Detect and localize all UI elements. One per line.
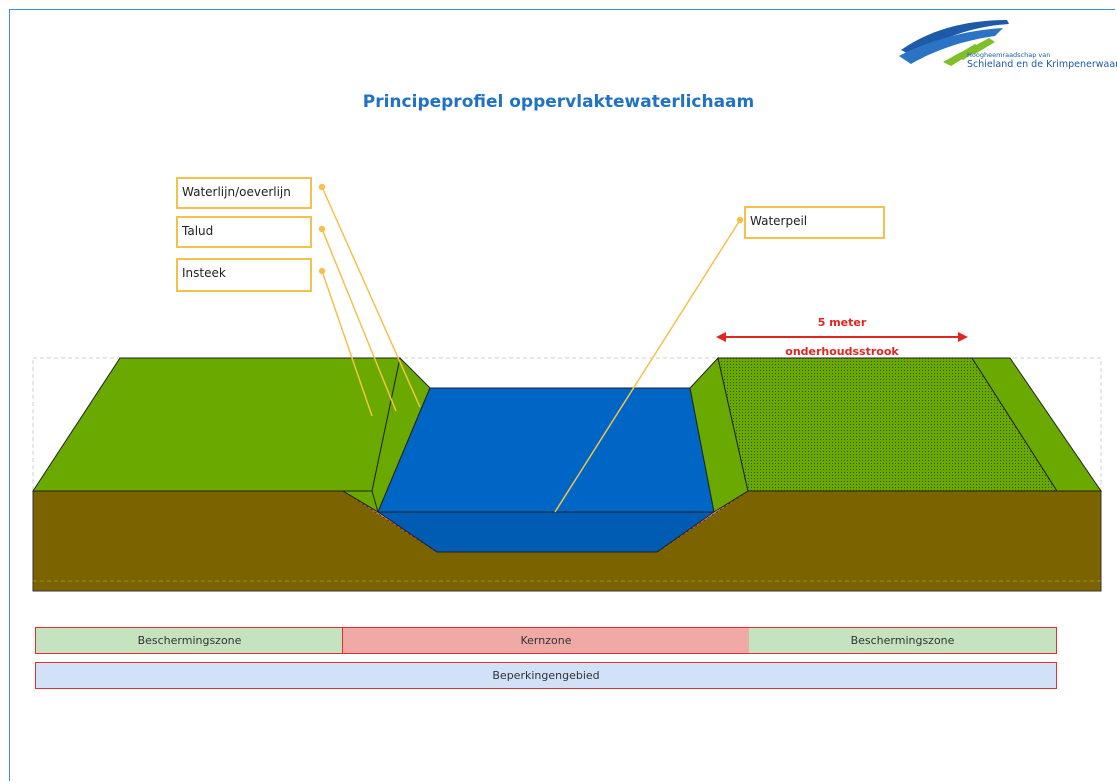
leader-talud [321, 228, 397, 412]
zone-left-protection: Beschermingszone [35, 627, 343, 654]
callout-waterlijn: Waterlijn/oeverlijn [176, 177, 312, 209]
leader-waterpeil [554, 219, 741, 513]
zone-restriction-area: Beperkingengebied [35, 662, 1057, 689]
water-front [376, 511, 716, 553]
zone-core: Kernzone [342, 627, 750, 654]
water-surface [377, 387, 715, 513]
dimension-label: onderhoudsstrook [785, 345, 899, 358]
leader-waterlijn [321, 186, 421, 408]
callout-lines [318, 183, 744, 513]
zone-right-protection: Beschermingszone [749, 627, 1057, 654]
logo-text-line2: Schieland en de Krimpenerwaard [967, 59, 1117, 70]
logo [899, 20, 1009, 66]
left-bank-front [341, 490, 379, 514]
logo-swoosh-blue-2 [899, 28, 1003, 64]
left-grass-field [32, 357, 401, 492]
dimension-arrow [716, 332, 968, 342]
right-grass-field [971, 357, 1102, 492]
callout-waterpeil: Waterpeil [744, 206, 885, 239]
leader-insteek [321, 270, 373, 417]
page-title: Principeprofiel oppervlaktewaterlichaam [362, 92, 755, 112]
callout-talud: Talud [176, 216, 312, 248]
callout-insteek: Insteek [176, 258, 312, 292]
page-frame [9, 9, 1115, 781]
logo-text-line1: Hoogheemraadschap van [967, 51, 1051, 59]
dimension-value: 5 meter [817, 316, 867, 329]
profile-outline [32, 357, 1102, 582]
logo-swoosh-green-3 [967, 38, 995, 54]
